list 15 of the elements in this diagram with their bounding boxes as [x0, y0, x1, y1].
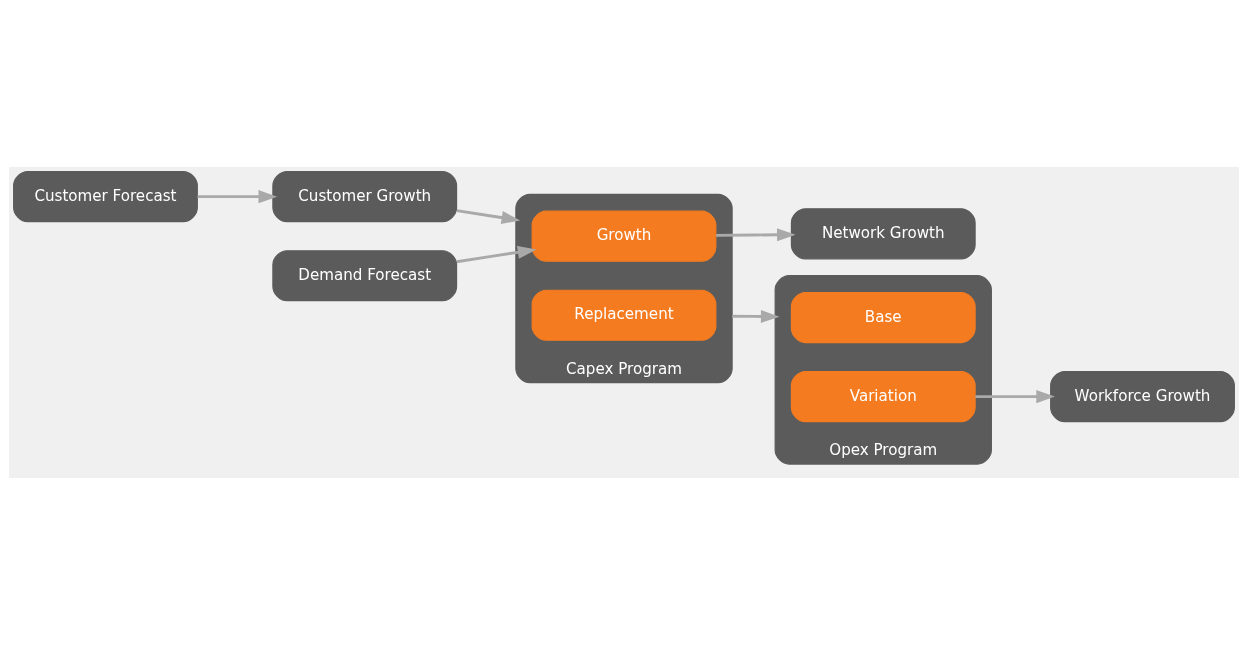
- arrow: [197, 190, 278, 204]
- node-box: Customer Growth: [272, 171, 458, 223]
- node-box: Base: [790, 292, 976, 344]
- arrow: [716, 228, 796, 242]
- node-box: Growth: [531, 210, 717, 262]
- arrow: [456, 245, 537, 264]
- arrow: [456, 209, 521, 224]
- arrow: [732, 309, 780, 323]
- node-box: Network Growth: [790, 208, 976, 260]
- arrow: [975, 390, 1055, 404]
- node-box: Demand Forecast: [272, 250, 458, 302]
- node-box: Customer Forecast: [13, 171, 198, 223]
- node-box: Replacement: [531, 289, 717, 341]
- node-box: Variation: [790, 371, 976, 423]
- node-box: Workforce Growth: [1050, 371, 1235, 423]
